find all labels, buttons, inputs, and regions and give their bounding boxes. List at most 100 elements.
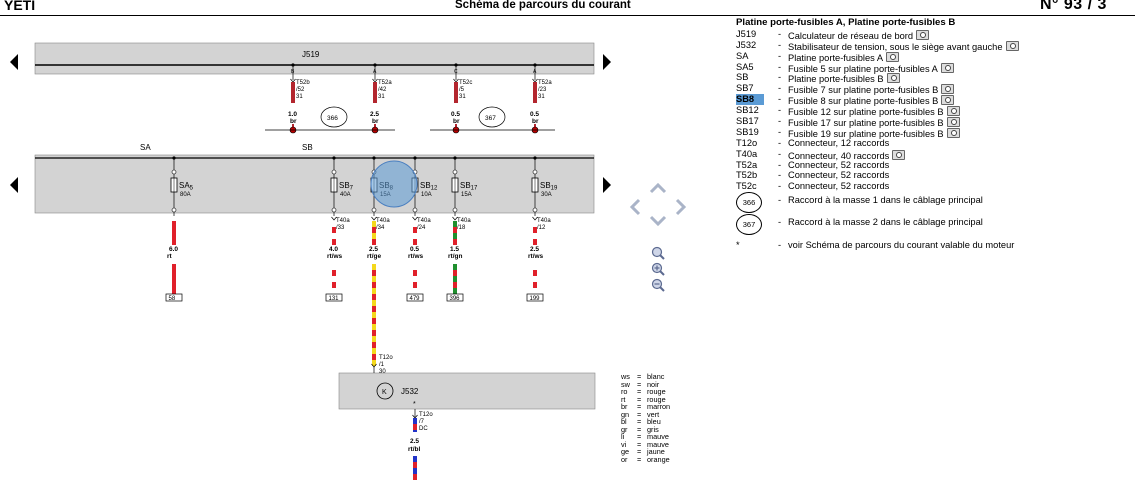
camera-icon[interactable]	[946, 106, 960, 117]
j532-in-pin: /1	[379, 362, 385, 368]
lower-wire-size: 4.0	[329, 246, 338, 253]
legend-item-t12o[interactable]: T12o-Connecteur, 12 raccords	[736, 138, 1131, 149]
color-code-row: bl=bleu	[621, 418, 670, 426]
color-code: vi	[621, 439, 627, 449]
top-wire-pin: A	[373, 69, 377, 75]
prev-section-arrow-icon[interactable]	[10, 177, 18, 193]
camera-icon[interactable]	[941, 95, 955, 106]
fuse-label: SA5	[179, 181, 194, 192]
legend-desc: Connecteur, 52 raccords	[788, 159, 890, 170]
zoom-out-icon[interactable]	[651, 278, 665, 292]
legend-item-sb7[interactable]: SB7-Fusible 7 sur platine porte-fusibles…	[736, 83, 1131, 95]
ground-point-circle	[478, 106, 506, 128]
color-name: rouge	[647, 394, 666, 404]
pan-left-icon[interactable]	[629, 198, 641, 216]
legend-item-t52b[interactable]: T52b-Connecteur, 52 raccords	[736, 170, 1131, 181]
lower-wire-connector: T40a	[376, 218, 390, 224]
legend-desc: Stabilisateur de tension, sous le siège …	[788, 40, 1019, 53]
fuse-number: 5	[190, 186, 194, 192]
legend-item-sb8[interactable]: SB8-Fusible 8 sur platine porte-fusibles…	[736, 94, 1131, 106]
camera-icon[interactable]	[892, 149, 906, 160]
legend-item-j519[interactable]: J519-Calculateur de réseau de bord	[736, 28, 1131, 42]
legend-ground-367[interactable]: 367-Raccord à la masse 2 dans le câblage…	[736, 214, 1131, 236]
legend-item-t40a[interactable]: T40a-Connecteur, 40 raccords	[736, 148, 1131, 161]
rail-sb-label: SB	[302, 143, 313, 152]
fuse-name: SB	[339, 181, 350, 190]
wire-reference-box[interactable]	[325, 293, 343, 302]
legend-item-t52a[interactable]: T52a-Connecteur, 52 raccords	[736, 160, 1131, 171]
legend-item-j532[interactable]: J532-Stabilisateur de tension, sous le s…	[736, 40, 1131, 53]
top-wire-node	[454, 63, 458, 67]
color-code-row: or=orange	[621, 455, 670, 464]
legend-item-t52c[interactable]: T52c-Connecteur, 52 raccords	[736, 181, 1131, 192]
sb8-highlight-marker[interactable]	[370, 160, 418, 208]
fuse-label: SB19	[540, 181, 558, 192]
legend-dash: -	[778, 50, 782, 61]
next-section-arrow-icon[interactable]	[603, 177, 611, 193]
lower-wire-connector: T40a	[417, 218, 431, 224]
legend-item-sb[interactable]: SB-Platine porte-fusibles B	[736, 72, 1131, 84]
fuse-terminal	[532, 169, 538, 175]
legend-desc: Fusible 17 sur platine porte-fusibles B	[788, 116, 960, 129]
legend-item-sa5[interactable]: SA5-Fusible 5 sur platine porte-fusibles…	[736, 62, 1131, 74]
legend-dash: -	[778, 148, 782, 159]
legend-dash: -	[778, 240, 782, 251]
lower-wire-pin: /34	[376, 225, 385, 231]
camera-icon[interactable]	[941, 84, 955, 95]
legend-item-sb19[interactable]: SB19-Fusible 19 sur platine porte-fusibl…	[736, 127, 1131, 139]
camera-icon[interactable]	[946, 127, 960, 138]
legend-item-sb12[interactable]: SB12-Fusible 12 sur platine porte-fusibl…	[736, 105, 1131, 118]
camera-icon[interactable]	[1005, 40, 1019, 51]
color-name: blanc	[647, 372, 665, 381]
zoom-fit-icon[interactable]	[651, 246, 665, 260]
pan-up-icon[interactable]	[649, 182, 667, 194]
wire-reference-box[interactable]	[446, 293, 464, 302]
color-equals: =	[637, 424, 642, 434]
legend-item-sa[interactable]: SA-Platine porte-fusibles A	[736, 50, 1131, 63]
legend-item-sb17[interactable]: SB17-Fusible 17 sur platine porte-fusibl…	[736, 116, 1131, 129]
camera-icon[interactable]	[946, 117, 960, 128]
color-equals: =	[637, 402, 642, 411]
j532-out-connector: T12o	[419, 412, 433, 418]
color-code: br	[621, 402, 628, 411]
top-wire-connector: T52c	[459, 80, 472, 86]
fuse-rating: 80A	[180, 192, 191, 198]
camera-icon[interactable]	[886, 73, 900, 84]
color-code-row: sw=noir	[621, 380, 670, 389]
top-wire-pin: A	[533, 69, 537, 75]
legend-code: T52b	[736, 170, 758, 181]
fuse-name: SB	[540, 181, 551, 190]
pan-right-icon[interactable]	[675, 198, 687, 216]
j532-box	[338, 372, 596, 410]
color-code: li	[621, 432, 625, 441]
color-code-row: gn=vert	[621, 410, 670, 419]
wire-reference-box[interactable]	[526, 293, 544, 302]
color-code: gr	[621, 424, 628, 434]
top-wire-terminal: 31	[296, 94, 303, 100]
wire-reference-box[interactable]	[406, 293, 424, 302]
legend-desc: Calculateur de réseau de bord	[788, 29, 930, 42]
legend-code: J519	[736, 28, 757, 39]
wire-reference-box[interactable]	[165, 293, 183, 302]
legend-desc: Fusible 12 sur platine porte-fusibles B	[788, 105, 960, 118]
j532-out-size: 2.5	[410, 438, 419, 445]
camera-icon[interactable]	[916, 29, 930, 40]
top-wire-color: br	[290, 118, 297, 125]
top-wire-pin-number: /23	[538, 87, 547, 93]
top-wire-color: br	[453, 118, 460, 125]
next-page-arrow-icon[interactable]	[603, 54, 611, 70]
legend-desc: Raccord à la masse 2 dans le câblage pri…	[788, 217, 983, 228]
pan-down-icon[interactable]	[649, 215, 667, 227]
legend-dash: -	[778, 94, 782, 105]
top-wire-color: br	[532, 118, 539, 125]
camera-icon[interactable]	[886, 51, 900, 62]
top-wire-node	[291, 63, 295, 67]
prev-page-arrow-icon[interactable]	[10, 54, 18, 70]
fuse-terminal	[452, 169, 458, 175]
legend-ground-366[interactable]: 366-Raccord à la masse 1 dans le câblage…	[736, 192, 1131, 214]
zoom-in-icon[interactable]	[651, 262, 665, 276]
fuse-number: 19	[551, 186, 558, 192]
camera-icon[interactable]	[940, 62, 954, 73]
